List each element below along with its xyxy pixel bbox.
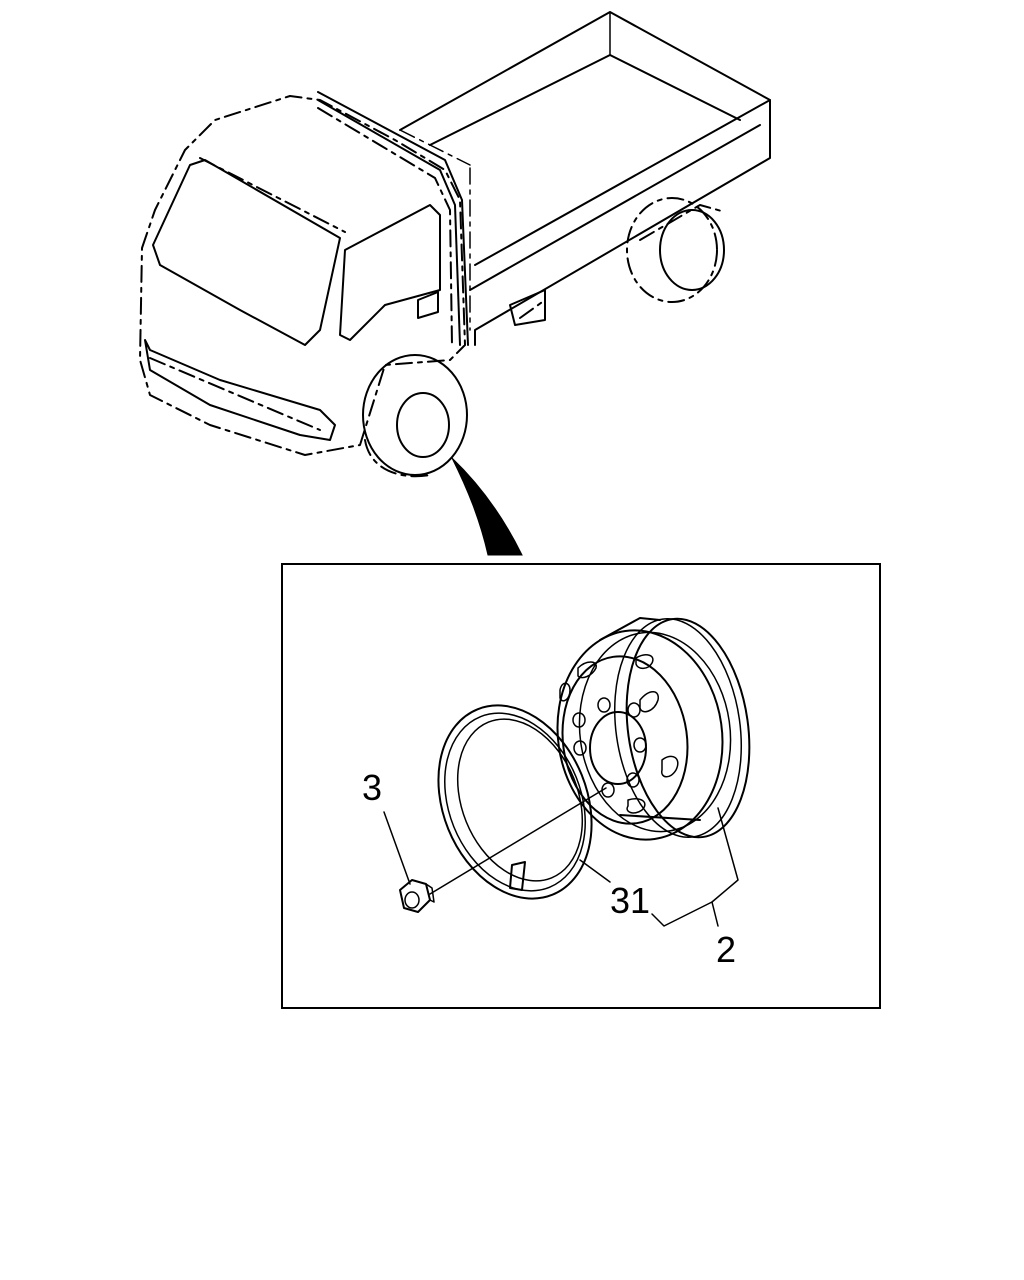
callout-label-wheel: 2	[716, 929, 736, 970]
callout-label-ring: 31	[610, 880, 650, 921]
assembly-centerline	[429, 787, 607, 895]
detail-frame	[281, 563, 881, 1009]
leader-line-ring	[579, 859, 611, 883]
lock-ring	[437, 704, 593, 900]
truck-illustration	[139, 11, 771, 556]
hex-nut	[399, 879, 435, 913]
callout-label-nut: 3	[362, 767, 382, 808]
wheel-rim	[556, 617, 751, 841]
leader-line-nut	[383, 811, 411, 885]
